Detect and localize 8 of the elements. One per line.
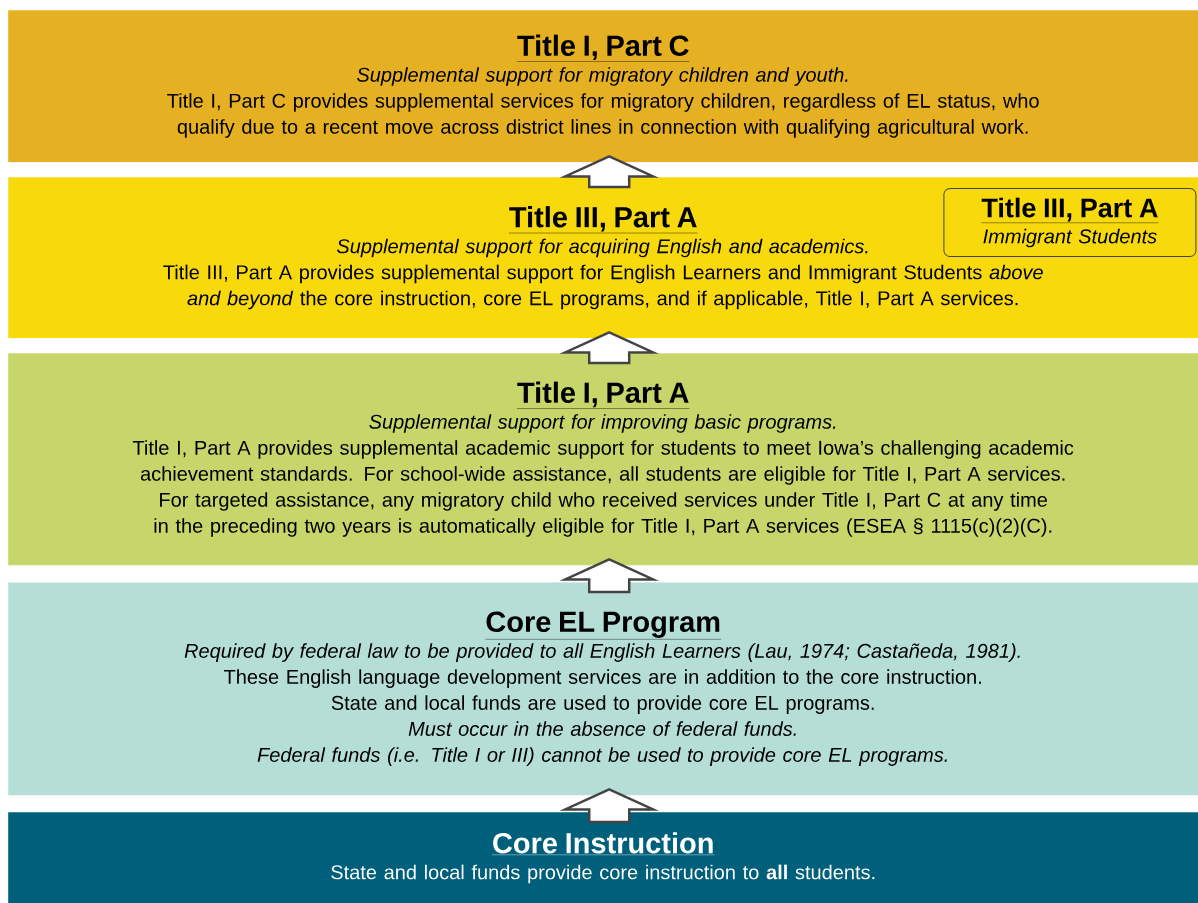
- tier-band: Title I, Part C Supplemental support for migratory children and youth. Title I, Part C provides supplemental services for migratory children, regardless of EL status, who qualify due to a recent move across district lines in connection with qualifying agricultural work.: [8, 10, 1198, 163]
- tier-band: Core EL Program Required by federal law to be provided to all English Learners (Lau, 1974; Castañeda, 1981). These English language development services are in addition to the core instruction. State and local funds are used to provide core EL programs. Must occur in the absence of federal funds. Federal funds (i.e. Title I or III) cannot be used to provide core EL programs.: [8, 582, 1198, 796]
- tier-band: Title I, Part A Supplemental support for improving basic programs. Title I, Part A provides supplemental academic support for students to meet Iowa’s challenging academic achievement standards. For school-wide assistance, all students are eligible for Title I, Part A services. For targeted assistance, any migratory child who received services under Title I, Part C at any time in the preceding two years is automatically eligible for Title I, Part A services (ESEA § 1115(c)(2)(C).: [8, 353, 1198, 566]
- block-arrow: [559, 558, 659, 594]
- block-arrow: [559, 155, 659, 189]
- tier-band: Core Instruction State and local funds provide core instruction to all students.: [8, 812, 1198, 903]
- block-arrow: [559, 788, 659, 824]
- block-arrow: [559, 331, 659, 365]
